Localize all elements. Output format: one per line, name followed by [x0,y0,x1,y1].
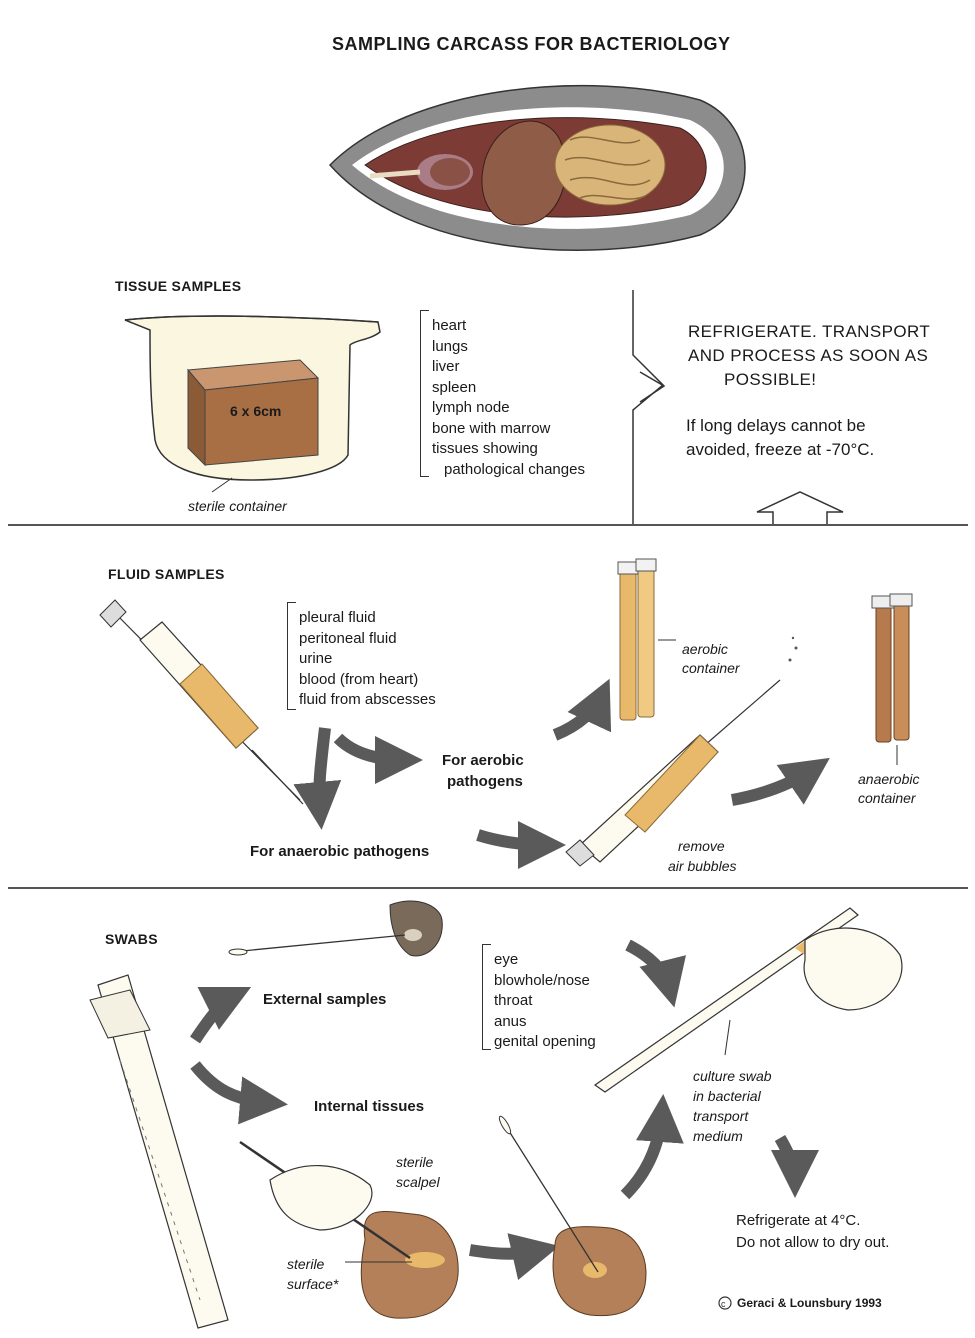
list-item: lungs [432,337,585,358]
list-item: genital opening [494,1032,596,1053]
label-line: surface* [287,1274,338,1294]
page-title: SAMPLING CARCASS FOR BACTERIOLOGY [332,34,731,55]
label-line: sterile [287,1254,338,1274]
list-item: fluid from abscesses [299,690,436,711]
label-line: in bacterial [693,1086,772,1106]
tissue-block-label: 6 x 6cm [230,403,281,419]
list-item: liver [432,357,585,378]
label-line: anaerobic [858,770,920,789]
fluid-list: pleural fluid peritoneal fluid urine blo… [299,608,436,711]
eye-swab-illustration [229,901,442,956]
label-line: culture swab [693,1066,772,1086]
label-line: pathogens [442,771,524,792]
anaerobic-pathogens-label: For anaerobic pathogens [250,843,429,860]
swab-list-bracket [482,944,491,1050]
syringe-illustration [100,600,303,804]
note-line: REFRIGERATE. TRANSPORT [688,320,930,344]
label-line: transport [693,1106,772,1126]
label-line: sterile [396,1152,440,1172]
list-item: eye [494,950,596,971]
list-item: anus [494,1012,596,1033]
list-item: blowhole/nose [494,971,596,992]
swabs-heading: SWABS [105,931,158,947]
freeze-note: If long delays cannot be avoided, freeze… [686,414,874,462]
external-samples-label: External samples [263,991,386,1008]
sterile-surface-label: sterile surface* [287,1254,338,1294]
anaerobic-container-illustration [872,594,912,765]
culture-swab-label: culture swab in bacterial transport medi… [693,1066,772,1146]
list-item: peritoneal fluid [299,629,436,650]
remove-bubbles-label: remove air bubbles [668,836,737,876]
label-line: container [682,659,740,678]
label-line: For aerobic [442,750,524,771]
note-line: If long delays cannot be [686,414,874,438]
tissue-list-bracket [420,310,429,477]
note-line: AND PROCESS AS SOON AS [688,344,930,368]
list-item: pathological changes [432,460,585,481]
list-item: urine [299,649,436,670]
container-label: sterile container [188,498,287,514]
list-item: spleen [432,378,585,399]
carcass-illustration [330,86,745,251]
sterile-scalpel-label: sterile scalpel [396,1152,440,1192]
label-line: scalpel [396,1172,440,1192]
fluid-list-bracket [287,602,296,710]
list-item: lymph node [432,398,585,419]
label-line: container [858,789,920,808]
list-item: pleural fluid [299,608,436,629]
note-line: avoided, freeze at -70°C. [686,438,874,462]
label-line: medium [693,1126,772,1146]
list-item: heart [432,316,585,337]
anaerobic-container-label: anaerobic container [858,770,920,808]
culture-swab-illustration [595,908,902,1092]
note-line: POSSIBLE! [688,368,930,392]
aerobic-pathogens-label: For aerobic pathogens [442,750,524,792]
tissue-list: heart lungs liver spleen lymph node bone… [432,316,585,480]
list-item: blood (from heart) [299,670,436,691]
aerobic-container-illustration [618,559,676,720]
swab-site-list: eye blowhole/nose throat anus genital op… [494,950,596,1053]
note-line: Refrigerate at 4°C. [736,1210,889,1232]
list-item: bone with marrow [432,419,585,440]
refrigerate-note: REFRIGERATE. TRANSPORT AND PROCESS AS SO… [688,320,930,392]
credit: Geraci & Lounsbury 1993 [737,1296,882,1310]
internal-tissues-label: Internal tissues [314,1098,424,1115]
label-line: air bubbles [668,856,737,876]
fluid-heading: FLUID SAMPLES [108,566,225,582]
tissue-heading: TISSUE SAMPLES [115,278,241,294]
swabbed-tissue-illustration [497,1115,646,1316]
svg-text:c: c [721,1299,726,1309]
list-item: tissues showing [432,439,585,460]
aerobic-container-label: aerobic container [682,640,740,678]
list-item: throat [494,991,596,1012]
note-line: Do not allow to dry out. [736,1232,889,1254]
label-line: aerobic [682,640,740,659]
label-line: remove [668,836,737,856]
refrigerate-swab-note: Refrigerate at 4°C. Do not allow to dry … [736,1210,889,1254]
